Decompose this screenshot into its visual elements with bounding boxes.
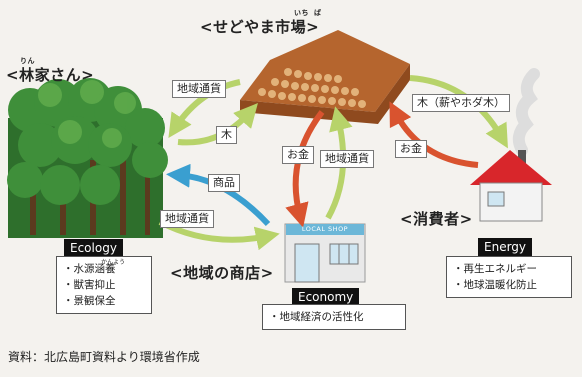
ecology-ruby: かんよう bbox=[101, 259, 126, 266]
wood-arrow-left bbox=[177, 103, 258, 146]
label-goods: 商品 bbox=[208, 174, 240, 192]
market-title: <せどやま市場> いち ば bbox=[200, 9, 322, 36]
label-money-right: お金 bbox=[395, 140, 427, 158]
market-ruby-ichi: いち bbox=[294, 9, 309, 17]
forest-illustration bbox=[7, 78, 168, 238]
market-ruby-ba: ば bbox=[314, 9, 322, 17]
label-money-center: お金 bbox=[282, 146, 314, 164]
energy-header: Energy bbox=[478, 236, 533, 256]
ecology-item-1: ・水源涵養 かんよう bbox=[63, 259, 145, 277]
shop-sign: LOCAL SHOP bbox=[301, 225, 349, 233]
ecology-item-3: ・景観保全 bbox=[63, 295, 116, 307]
money-arrow-right bbox=[389, 101, 479, 168]
forest-title: <林家さん> りん bbox=[6, 57, 95, 84]
ecology-item-2: ・獣害抑止 bbox=[63, 279, 116, 291]
house-illustration bbox=[470, 68, 552, 222]
ecology-box: ・水源涵養 かんよう ・獣害抑止 ・景観保全 bbox=[56, 256, 152, 314]
economy-box: ・地域経済の活性化 bbox=[262, 304, 406, 330]
economy-item-1: ・地域経済の活性化 bbox=[269, 311, 364, 323]
label-currency-center: 地域通貨 bbox=[320, 150, 374, 168]
energy-box: ・再生エネルギー ・地球温暖化防止 bbox=[446, 256, 572, 298]
currency-arrow-center bbox=[325, 106, 353, 220]
economy-header: Economy bbox=[292, 286, 360, 306]
consumer-title: <消費者> bbox=[400, 210, 473, 228]
label-currency-bottom: 地域通貨 bbox=[160, 210, 214, 228]
label-currency-top: 地域通貨 bbox=[172, 80, 226, 98]
label-wood-left: 木 bbox=[216, 126, 237, 144]
shop-title: <地域の商店> bbox=[170, 264, 274, 282]
wood-pile-illustration bbox=[240, 30, 410, 124]
label-wood-right: 木（薪やホダ木） bbox=[412, 94, 510, 112]
money-arrow-center bbox=[285, 110, 325, 228]
source-note: 資料：北広島町資料より環境省作成 bbox=[8, 350, 200, 364]
ecology-header: Ecology bbox=[64, 237, 123, 257]
shop-illustration bbox=[284, 223, 366, 283]
energy-item-1: ・再生エネルギー bbox=[453, 263, 537, 275]
energy-item-2: ・地球温暖化防止 bbox=[453, 279, 537, 291]
forest-ruby: りん bbox=[20, 57, 35, 65]
